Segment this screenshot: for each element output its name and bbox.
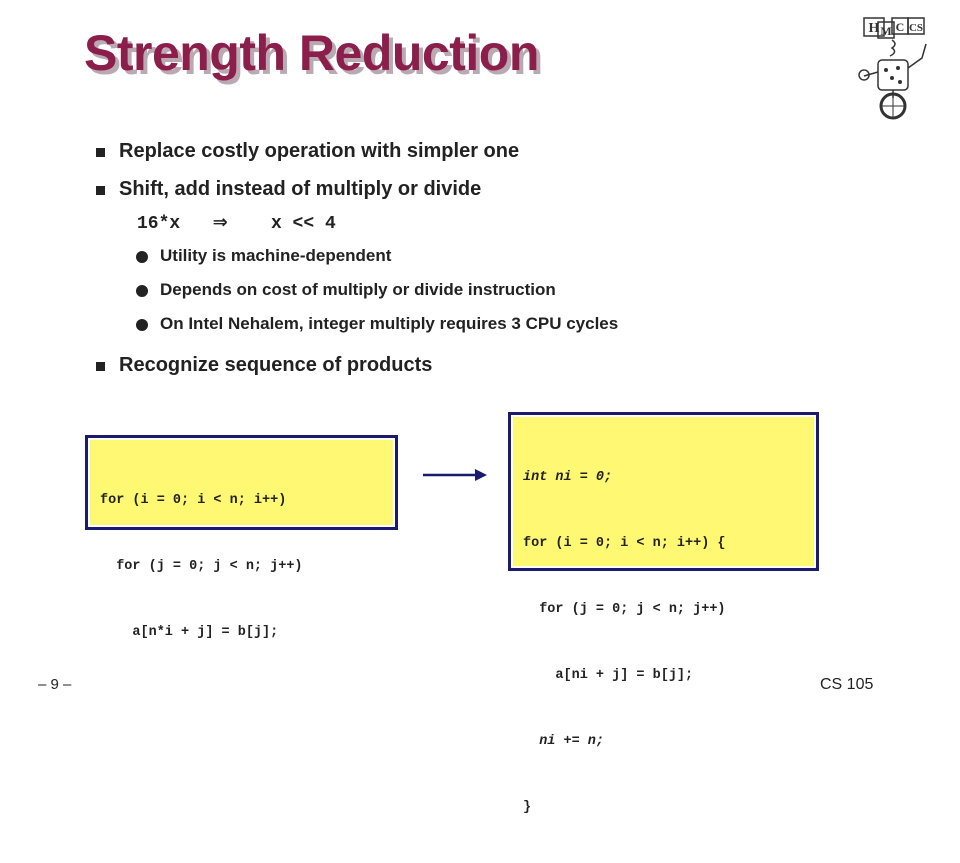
page-number: – 9 – <box>38 676 72 693</box>
svg-text:C: C <box>896 20 905 34</box>
code-line: a[ni + j] = b[j]; <box>523 668 694 683</box>
code-line: for (i = 0; i < n; i++) <box>100 493 287 508</box>
code-line: ni += n; <box>523 734 605 749</box>
round-bullet-icon <box>136 251 148 263</box>
code-box-after: int ni = 0; for (i = 0; i < n; i++) { fo… <box>508 412 819 815</box>
hmc-cs-logo: H M C CS <box>858 17 927 120</box>
shift-example: 16*x ⇒ x << 4 <box>137 212 336 234</box>
implies-arrow-icon: ⇒ <box>212 212 228 233</box>
transform-arrow-icon <box>423 469 487 481</box>
square-bullet-icon <box>96 362 105 371</box>
svg-text:H: H <box>869 21 880 36</box>
code-line: for (j = 0; j < n; j++) <box>523 602 726 617</box>
round-bullet-icon <box>136 285 148 297</box>
code-line: int ni = 0; <box>523 470 613 485</box>
code-box-before: for (i = 0; i < n; i++) for (j = 0; j < … <box>85 435 398 640</box>
square-bullet-icon <box>96 186 105 195</box>
svg-text:CS: CS <box>909 22 923 34</box>
svg-text:M: M <box>880 24 891 38</box>
code-line: a[n*i + j] = b[j]; <box>100 625 279 640</box>
round-bullet-icon <box>136 319 148 331</box>
slide-title: Strength Reduction <box>84 25 539 81</box>
square-bullet-icon <box>96 148 105 157</box>
course-label: CS 105 <box>820 676 874 693</box>
code-line: for (i = 0; i < n; i++) { <box>523 536 726 551</box>
code-line: for (j = 0; j < n; j++) <box>100 559 303 574</box>
code-line: } <box>523 800 532 815</box>
